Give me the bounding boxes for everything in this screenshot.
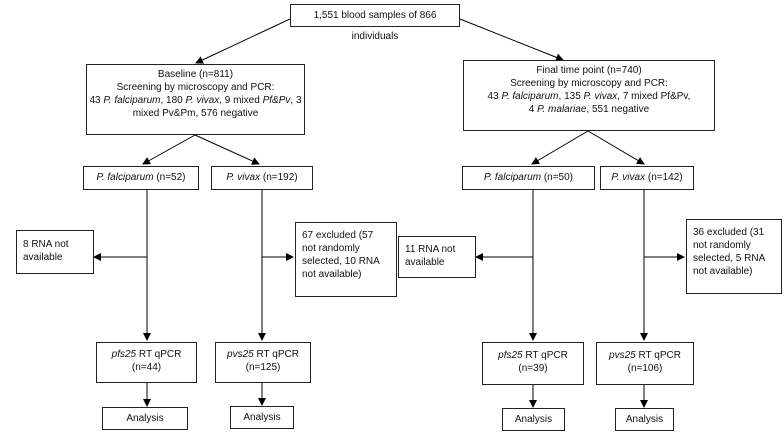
baseline-pf-excluded-line1: 8 RNA not [23,239,69,250]
final-pv-box: P. vivax (n=142) [600,166,694,190]
baseline-pf-count: (n=52) [153,172,186,183]
baseline-counts-line2: mixed Pv&Pm, 576 negative [132,108,259,119]
final-counts-line2-segment: , 551 negative [586,104,650,115]
final-pv-method: RT qPCR [635,350,681,361]
baseline-pv-excluded-line4: not available) [302,269,362,280]
baseline-pf-excluded-box: 8 RNA not available [16,230,94,274]
baseline-counts-line1-segment: , 9 mixed [219,95,263,106]
baseline-counts-line1: 43 P. falciparum, 180 P. vivax, 9 mixed … [87,94,304,107]
arrow-final-pf [531,130,589,165]
arrow-final-pv [587,130,645,165]
final-counts-line1-segment: , 7 mixed Pf&Pv, [617,91,691,102]
arrow-top-final [459,18,564,62]
baseline-pv-box: P. vivax (n=192) [211,166,313,190]
final-pf-name: P. falciparum [483,172,542,183]
baseline-pf-analysis-label: Analysis [126,413,164,424]
baseline-pf-qpcr-box: pfs25 RT qPCR (n=44) [96,342,197,383]
final-counts-line1-segment: 43 [487,91,502,102]
final-counts-line1: 43 P. falciparum, 135 P. vivax, 7 mixed … [464,90,714,103]
final-pf-excluded-line1: 11 RNA not [405,244,456,255]
final-pf-excluded-line2: available [405,257,445,268]
arrow-baseline-pf [142,134,196,165]
baseline-counts-line1-segment: P. falciparum [103,95,161,106]
final-pf-method: RT qPCR [522,350,568,361]
baseline-pv-excluded-line2: not randomly [302,243,360,254]
final-pv-excluded-line3: selected, 5 RNA [693,253,766,264]
final-pf-excluded-box: 11 RNA not available [398,236,476,278]
baseline-pf-excluded-line2: available [23,252,63,263]
final-counts-line2-segment: 4 [528,104,538,115]
baseline-pv-name: P. vivax [226,172,261,183]
baseline-box: Baseline (n=811) Screening by microscopy… [86,64,305,135]
final-box: Final time point (n=740) Screening by mi… [463,60,715,131]
final-counts-line1-segment: P. falciparum [501,91,559,102]
baseline-pv-method: RT qPCR [253,349,299,360]
final-pv-excluded-box: 36 excluded (31 not randomly selected, 5… [686,219,782,294]
baseline-pf-box: P. falciparum (n=52) [83,166,199,190]
final-counts-line1-segment: , 135 [558,91,584,102]
baseline-screening: Screening by microscopy and PCR: [116,82,275,93]
final-counts-line2-segment: P. malariae [537,104,587,115]
final-pf-gene: pfs25 [498,350,523,361]
baseline-pv-analysis-box: Analysis [230,406,294,429]
final-pv-analysis-box: Analysis [615,408,674,431]
baseline-pv-gene: pvs25 [227,349,254,360]
final-pf-box: P. falciparum (n=50) [462,166,595,190]
top-box: 1,551 blood samples of 866 individuals [290,4,460,42]
baseline-pv-qpcr-n: (n=125) [245,362,281,373]
final-pf-analysis-box: Analysis [502,408,565,431]
final-pv-qpcr-box: pvs25 RT qPCR (n=106) [596,342,694,385]
final-screening: Screening by microscopy and PCR: [510,78,668,89]
baseline-pv-analysis-label: Analysis [243,412,281,423]
final-pf-count: (n=50) [541,172,574,183]
final-counts-line2: 4 P. malariae, 551 negative [464,103,714,116]
baseline-pv-excluded-line1: 67 excluded (57 [302,230,374,241]
final-title: Final time point (n=740) [536,65,642,76]
baseline-counts-line1-segment: 43 [89,95,104,106]
baseline-pv-count: (n=192) [260,172,298,183]
final-pv-excluded-line4: not available) [693,266,753,277]
baseline-pf-name: P. falciparum [96,172,154,183]
baseline-counts-line1-segment: , 3 [290,95,302,106]
final-pv-count: (n=142) [645,172,683,183]
baseline-counts-line1-segment: , 180 [160,95,186,106]
final-pf-qpcr-n: (n=39) [518,363,548,374]
arrow-top-baseline [195,18,291,64]
baseline-pf-analysis-box: Analysis [102,407,188,430]
baseline-counts-line1-segment: P. vivax [185,95,220,106]
final-pv-gene: pvs25 [609,350,636,361]
baseline-counts-line1-segment: Pf&Pv [262,95,291,106]
final-pv-analysis-label: Analysis [625,414,664,425]
baseline-pf-qpcr-n: (n=44) [131,362,162,373]
baseline-pv-excluded-box: 67 excluded (57 not randomly selected, 1… [295,222,397,297]
baseline-pf-method: RT qPCR [136,349,182,360]
final-counts-line1-segment: P. vivax [583,91,618,102]
final-pf-analysis-label: Analysis [514,414,553,425]
final-pv-qpcr-n: (n=106) [627,363,663,374]
baseline-pv-qpcr-box: pvs25 RT qPCR (n=125) [215,342,311,383]
final-pv-excluded-line2: not randomly [693,240,751,251]
final-pv-name: P. vivax [611,172,646,183]
baseline-title: Baseline (n=811) [157,69,234,80]
baseline-pv-excluded-line3: selected, 10 RNA [302,256,380,267]
final-pf-qpcr-box: pfs25 RT qPCR (n=39) [482,342,584,385]
arrow-baseline-pv [194,134,260,165]
final-pv-excluded-line1: 36 excluded (31 [693,227,765,238]
baseline-pf-gene: pfs25 [111,349,137,360]
top-box-text: 1,551 blood samples of 866 individuals [313,10,437,42]
